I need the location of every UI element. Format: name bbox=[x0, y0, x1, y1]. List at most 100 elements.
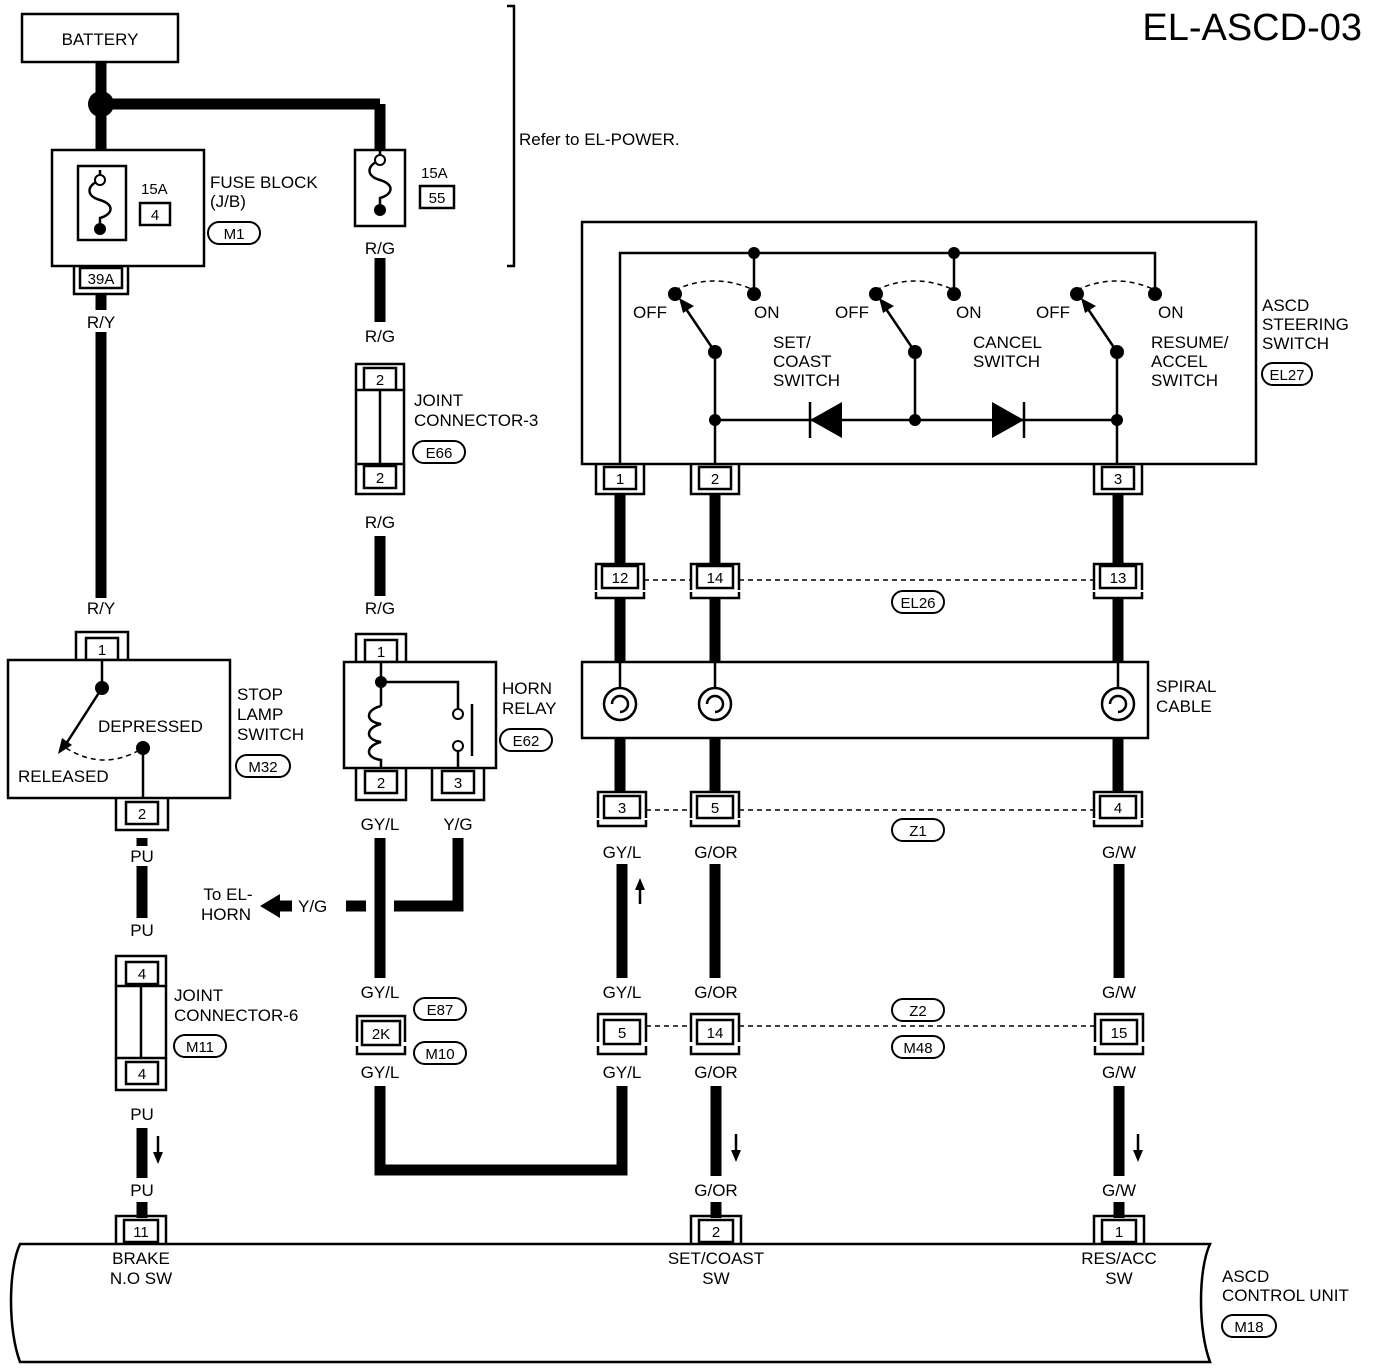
ss-pin-2-box bbox=[697, 465, 733, 491]
horn-relay-pin-3: 3 bbox=[454, 775, 462, 792]
connector-e87-label: E87 bbox=[427, 1002, 454, 1019]
jc6-bottom-bracket bbox=[114, 1058, 168, 1092]
wire-gyl-label-2: GY/L bbox=[361, 983, 400, 1002]
cu-pin-c: 1 bbox=[1115, 1224, 1123, 1241]
diagram-title: EL-ASCD-03 bbox=[1142, 7, 1362, 49]
horn-relay-pin-2-bracket bbox=[354, 768, 408, 802]
connector-z1-label: Z1 bbox=[909, 823, 927, 840]
ss-pin-2: 2 bbox=[711, 471, 719, 488]
connector-m1-pill bbox=[207, 221, 261, 245]
ss-pin-3: 3 bbox=[1114, 471, 1122, 488]
wire-ry-label-top: R/Y bbox=[87, 313, 115, 332]
sls-label-3: SWITCH bbox=[237, 725, 304, 744]
wire-gor-label-4: G/OR bbox=[694, 1181, 737, 1200]
wire-gw-label-2: G/W bbox=[1102, 983, 1136, 1002]
diode-left bbox=[808, 402, 842, 438]
connector-m1-label: M1 bbox=[224, 226, 245, 243]
jc3-label-2: CONNECTOR-3 bbox=[414, 411, 538, 430]
connector-z2 bbox=[596, 1012, 1145, 1056]
control-unit-pins bbox=[114, 1214, 1146, 1244]
el26-pin-a: 12 bbox=[612, 570, 629, 587]
connector-m18-label: M18 bbox=[1234, 1319, 1263, 1336]
set-coast-switch bbox=[668, 280, 761, 464]
steering-switch-label-3: SWITCH bbox=[1262, 334, 1329, 353]
fuse-4-number-box bbox=[138, 201, 172, 227]
wire-rg-label-4: R/G bbox=[365, 599, 395, 618]
fuse-block-label-2: (J/B) bbox=[210, 192, 246, 211]
sls-bottom-bracket bbox=[114, 798, 170, 832]
cu-brake-label: BRAKE bbox=[112, 1249, 170, 1268]
ss-pin-1: 1 bbox=[616, 471, 624, 488]
z2-pin-b: 14 bbox=[707, 1025, 724, 1042]
set-coast-on: ON bbox=[754, 303, 780, 322]
ss-pin-3-box bbox=[1100, 465, 1136, 491]
wire-gyl-label-6: GY/L bbox=[603, 1063, 642, 1082]
jc3-label: JOINT bbox=[414, 391, 463, 410]
to-el-horn-arrow bbox=[260, 894, 280, 918]
connector-m32-pill bbox=[235, 754, 291, 778]
resume-label: RESUME/ bbox=[1151, 333, 1229, 352]
fuse-block-box bbox=[50, 148, 206, 268]
resume-on: ON bbox=[1158, 303, 1184, 322]
jc6-label: JOINT bbox=[174, 986, 223, 1005]
connector-e66-label: E66 bbox=[426, 445, 453, 462]
sls-bottom-pin: 2 bbox=[138, 806, 146, 823]
sls-released: RELEASED bbox=[18, 767, 109, 786]
horn-relay-pin-3-bracket bbox=[430, 768, 486, 802]
connector-e62-pill bbox=[499, 728, 553, 752]
terminal-39a-box bbox=[78, 266, 124, 290]
cu-set-label-2: SW bbox=[702, 1269, 729, 1288]
sls-bottom-pin-box bbox=[124, 800, 160, 826]
wire-gyl-label-5: GY/L bbox=[603, 983, 642, 1002]
fuse-4-number: 4 bbox=[151, 207, 159, 224]
wire-rg-label-1: R/G bbox=[365, 239, 395, 258]
jc6-label-2: CONNECTOR-6 bbox=[174, 1006, 298, 1025]
connector-m11-label: M11 bbox=[186, 1039, 214, 1056]
wire-gyl-loop bbox=[374, 1086, 628, 1176]
connector-m48-pill bbox=[891, 1035, 945, 1059]
wire-ry-label-bottom: R/Y bbox=[87, 599, 115, 618]
battery-box bbox=[20, 12, 180, 64]
terminal-39a: 39A bbox=[88, 271, 115, 288]
sls-top-pin: 1 bbox=[98, 642, 106, 659]
jc3-bottom-pin: 2 bbox=[376, 470, 384, 487]
battery-label: BATTERY bbox=[62, 30, 139, 49]
connector-z2-label: Z2 bbox=[909, 1003, 927, 1020]
wire-gor-label-1: G/OR bbox=[694, 843, 737, 862]
connector-2k-bracket-top bbox=[355, 1014, 407, 1042]
connector-el26-pill bbox=[891, 590, 945, 614]
connector-z2-pill bbox=[891, 998, 945, 1022]
connector-el27-pill bbox=[1261, 362, 1313, 386]
set-coast-label-3: SWITCH bbox=[773, 371, 840, 390]
control-unit-label-2: CONTROL UNIT bbox=[1222, 1286, 1349, 1305]
cancel-on: ON bbox=[956, 303, 982, 322]
sls-label-2: LAMP bbox=[237, 705, 283, 724]
wire-gor-label-2: G/OR bbox=[694, 983, 737, 1002]
spiral-cable-label-2: CABLE bbox=[1156, 697, 1212, 716]
set-coast-off: OFF bbox=[633, 303, 667, 322]
jc3-bottom-pin-box bbox=[362, 464, 398, 490]
horn-relay-pin-2: 2 bbox=[377, 775, 385, 792]
jc3-bottom-bracket bbox=[354, 464, 406, 496]
cu-brake-label-2: N.O SW bbox=[110, 1269, 172, 1288]
fuse-4-rating: 15A bbox=[141, 181, 168, 198]
fuse-55-number: 55 bbox=[429, 190, 446, 207]
control-unit-label: ASCD bbox=[1222, 1267, 1269, 1286]
connector-e87-pill bbox=[413, 997, 467, 1021]
wire-pu-label-3: PU bbox=[130, 1105, 154, 1124]
sls-depressed: DEPRESSED bbox=[98, 717, 203, 736]
jc6-bottom-pin: 4 bbox=[138, 1066, 146, 1083]
connector-m48-label: M48 bbox=[903, 1040, 932, 1057]
connector-z1-pill bbox=[891, 818, 945, 842]
ascd-control-unit-box bbox=[9, 1242, 1212, 1364]
horn-relay-coil bbox=[367, 704, 383, 768]
el26-pin-c: 13 bbox=[1110, 570, 1127, 587]
fuse-55-symbol bbox=[368, 150, 392, 212]
cancel-switch bbox=[869, 280, 961, 420]
connector-m11-pill bbox=[173, 1034, 227, 1058]
cu-pin-a: 11 bbox=[133, 1224, 149, 1241]
connector-z1 bbox=[596, 790, 1144, 828]
refer-note: Refer to EL-POWER. bbox=[519, 130, 680, 149]
connector-2k-pin: 2K bbox=[372, 1026, 390, 1043]
